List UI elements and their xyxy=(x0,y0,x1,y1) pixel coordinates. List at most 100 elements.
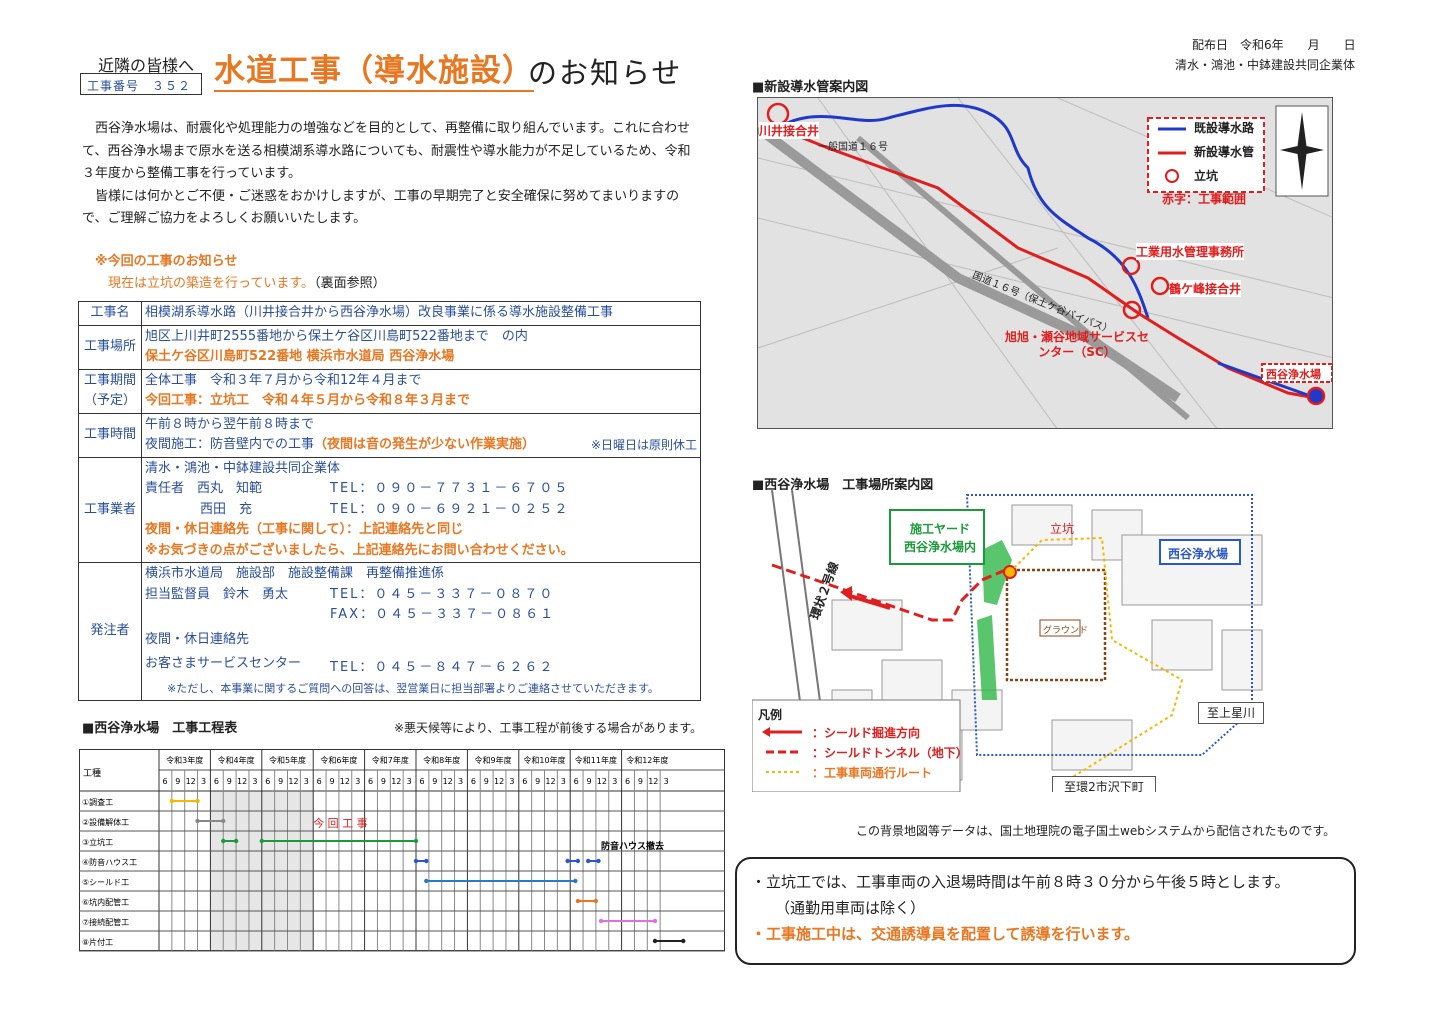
label-work-place: 工事場所 xyxy=(78,324,142,370)
page-title-suffix: のお知らせ xyxy=(528,56,683,90)
rule-commuter-note: （通勤用車両は除く） xyxy=(775,899,926,917)
rule-traffic-guide: ・工事施工中は、交通誘導員を配置して誘導を行います。 xyxy=(751,925,1140,943)
month-label: 9 xyxy=(484,777,489,786)
contractor-manager: 責任者 西丸 知範 xyxy=(145,481,263,496)
owner-night-contact: 夜間・休日連絡先 xyxy=(145,631,250,647)
pipe-map-title: ■新設導水管案内図 xyxy=(752,80,869,95)
year-label: 令和11年度 xyxy=(575,755,617,765)
bar-end xyxy=(652,918,658,924)
bar-start xyxy=(259,838,264,844)
direction-ichisawa: 至環2市沢下町 xyxy=(1052,776,1156,792)
month-label: 9 xyxy=(535,777,540,786)
bar-end xyxy=(573,878,578,884)
month-label: 3 xyxy=(509,777,514,786)
legend-work-range: 赤字：工事範囲 xyxy=(1162,192,1247,206)
legend-shaft: 立坑 xyxy=(1194,169,1219,183)
bar-start xyxy=(585,858,591,864)
month-label: 3 xyxy=(612,777,617,786)
month-label: 6 xyxy=(625,777,630,786)
month-label: 6 xyxy=(368,777,373,786)
bar-start xyxy=(413,858,419,864)
year-label: 令和5年度 xyxy=(269,755,306,765)
notice-body: 現在は立坑の築造を行っています。 xyxy=(108,276,315,291)
bar-start xyxy=(652,938,658,944)
task-label: ②設備解体工 xyxy=(82,817,129,827)
site-location-map: 施工ヤード西谷浄水場内 立坑 西谷浄水場 グラウンド 環状２号線 凡例 ：シール… xyxy=(752,490,1334,792)
value-hours: 午前８時から翌午前８時まで xyxy=(145,416,315,432)
label-contractor: 工事業者 xyxy=(78,456,142,563)
bar-end xyxy=(575,858,581,864)
label-office: 工業用水管理事務所 xyxy=(1136,243,1245,260)
month-label: 12 xyxy=(288,777,298,786)
month-label: 9 xyxy=(432,777,437,786)
gantt-col-head: 工種 xyxy=(83,768,101,779)
intro-text: 西谷浄水場は、耐震化や処理能力の増強などを目的として、再整備に取り組んでいます。… xyxy=(82,118,694,231)
month-label: 12 xyxy=(494,777,504,786)
bar-end xyxy=(681,938,686,944)
work-number: 工事番号 ３５２ xyxy=(80,73,202,95)
bar-start xyxy=(598,918,604,924)
month-label: 12 xyxy=(391,777,401,786)
label-nishiya: 西谷浄水場 xyxy=(1266,368,1321,381)
bar-end xyxy=(233,838,239,844)
month-label: 12 xyxy=(186,777,196,786)
year-label: 令和10年度 xyxy=(523,755,565,765)
label-asahi-seya: 旭旭・瀬谷地域サービスセンター（SC） xyxy=(1004,330,1149,359)
task-label: ⑤シールド工 xyxy=(82,878,129,887)
yard-label-line: 西谷浄水場内 xyxy=(903,540,976,554)
pipe-map-graphic xyxy=(758,98,1332,428)
site-rules-box: ・立坑工では、工事車両の入退場時間は午前８時３０分から午後５時とします。 （通勤… xyxy=(735,857,1356,965)
current-work-notice: ※今回の工事のお知らせ 現在は立坑の築造を行っています。（裏面参照） xyxy=(95,251,386,295)
task-label: ③立坑工 xyxy=(82,837,113,847)
month-label: 3 xyxy=(407,777,412,786)
yard-label: 施工ヤード西谷浄水場内 xyxy=(900,520,980,556)
intro-paragraph: 西谷浄水場は、耐震化や処理能力の増強などを目的として、再整備に取り組んでいます。… xyxy=(82,121,691,181)
schedule-note: ※悪天候等により、工事工程が前後する場合があります。 xyxy=(394,721,703,735)
year-label: 令和6年度 xyxy=(320,755,357,765)
legend-existing: 既設導水路 xyxy=(1194,121,1255,135)
work-info-table: 工事名相模湖系導水路（川井接合井から西谷浄水場）改良事業に係る導水施設整備工事 … xyxy=(78,301,701,701)
value-night-note: （夜間は音の発生が少ない作業実施） xyxy=(314,437,536,452)
bar-start xyxy=(565,858,570,864)
page-title: 水道工事（導水施設） xyxy=(214,52,534,92)
table-row: 工事期間（予定）全体工事 令和３年７月から令和12年４月まで今回工事：立坑工 令… xyxy=(78,368,701,414)
value-night-work: 夜間施工：防音壁内での工事 xyxy=(145,437,315,452)
pipe-route-map: 既設導水路 新設導水管 立坑 赤字：工事範囲 川井接合井 工業用水管理事務所 鶴… xyxy=(757,97,1333,429)
bar-start xyxy=(575,898,581,904)
value-period-all: 全体工事 令和３年７月から令和12年４月まで xyxy=(145,372,422,388)
bar-end xyxy=(424,858,429,864)
contractor-night-contact: 夜間・休日連絡先（工事に関して）：上記連絡先と同じ xyxy=(145,522,464,537)
month-label: 3 xyxy=(561,777,566,786)
label-tsurugamine: 鶴ケ峰接合井 xyxy=(1169,280,1242,297)
distribution-company: 清水・鴻池・中鉢建設共同企業体 xyxy=(1175,58,1356,72)
month-label: 12 xyxy=(237,777,247,786)
bar-start xyxy=(169,798,175,804)
task-label: ④防音ハウス工 xyxy=(82,857,137,867)
month-label: 12 xyxy=(597,777,607,786)
month-label: 6 xyxy=(574,777,579,786)
legend-shield-direction: ：シールド掘進方向 xyxy=(812,726,921,740)
month-label: 3 xyxy=(355,777,360,786)
owner-reply-note: ※ただし、本事業に関するご質問への回答は、翌営業日に担当部署よりご連絡させていた… xyxy=(167,681,659,695)
map-source-note: この背景地図等データは、国土地理院の電子国土webシステムから配信されたものです… xyxy=(856,824,1336,838)
notice-reference: （裏面参照） xyxy=(314,276,386,291)
task-label: ⑧片付工 xyxy=(82,937,113,947)
bar-end xyxy=(195,798,200,804)
year-label: 令和9年度 xyxy=(475,755,512,765)
month-label: 9 xyxy=(381,777,386,786)
notice-heading: ※今回の工事のお知らせ xyxy=(95,254,238,269)
label-work-hours: 工事時間 xyxy=(78,412,142,458)
contractor-name: 清水・鴻池・中鉢建設共同企業体 xyxy=(145,460,341,476)
contractor-inquiry-note: ※お気づきの点がございましたら、上記連絡先にお問い合わせください。 xyxy=(145,542,574,558)
year-label: 令和7年度 xyxy=(372,755,409,765)
legend-new: 新設導水管 xyxy=(1194,145,1255,159)
schedule-title: ■西谷浄水場 工事工程表 xyxy=(82,721,238,736)
month-label: 9 xyxy=(330,777,335,786)
label-work-period: 工事期間（予定） xyxy=(78,368,142,414)
rule-vehicle-hours: ・立坑工では、工事車両の入退場時間は午前８時３０分から午後５時とします。 xyxy=(751,873,1290,891)
owner-fax: FAX：０４５－３３７－０８６１ xyxy=(330,607,556,622)
bar-end xyxy=(593,898,599,904)
bar-start xyxy=(221,838,226,844)
legend-vehicle-route: ：工事車両通行ルート xyxy=(812,766,933,780)
